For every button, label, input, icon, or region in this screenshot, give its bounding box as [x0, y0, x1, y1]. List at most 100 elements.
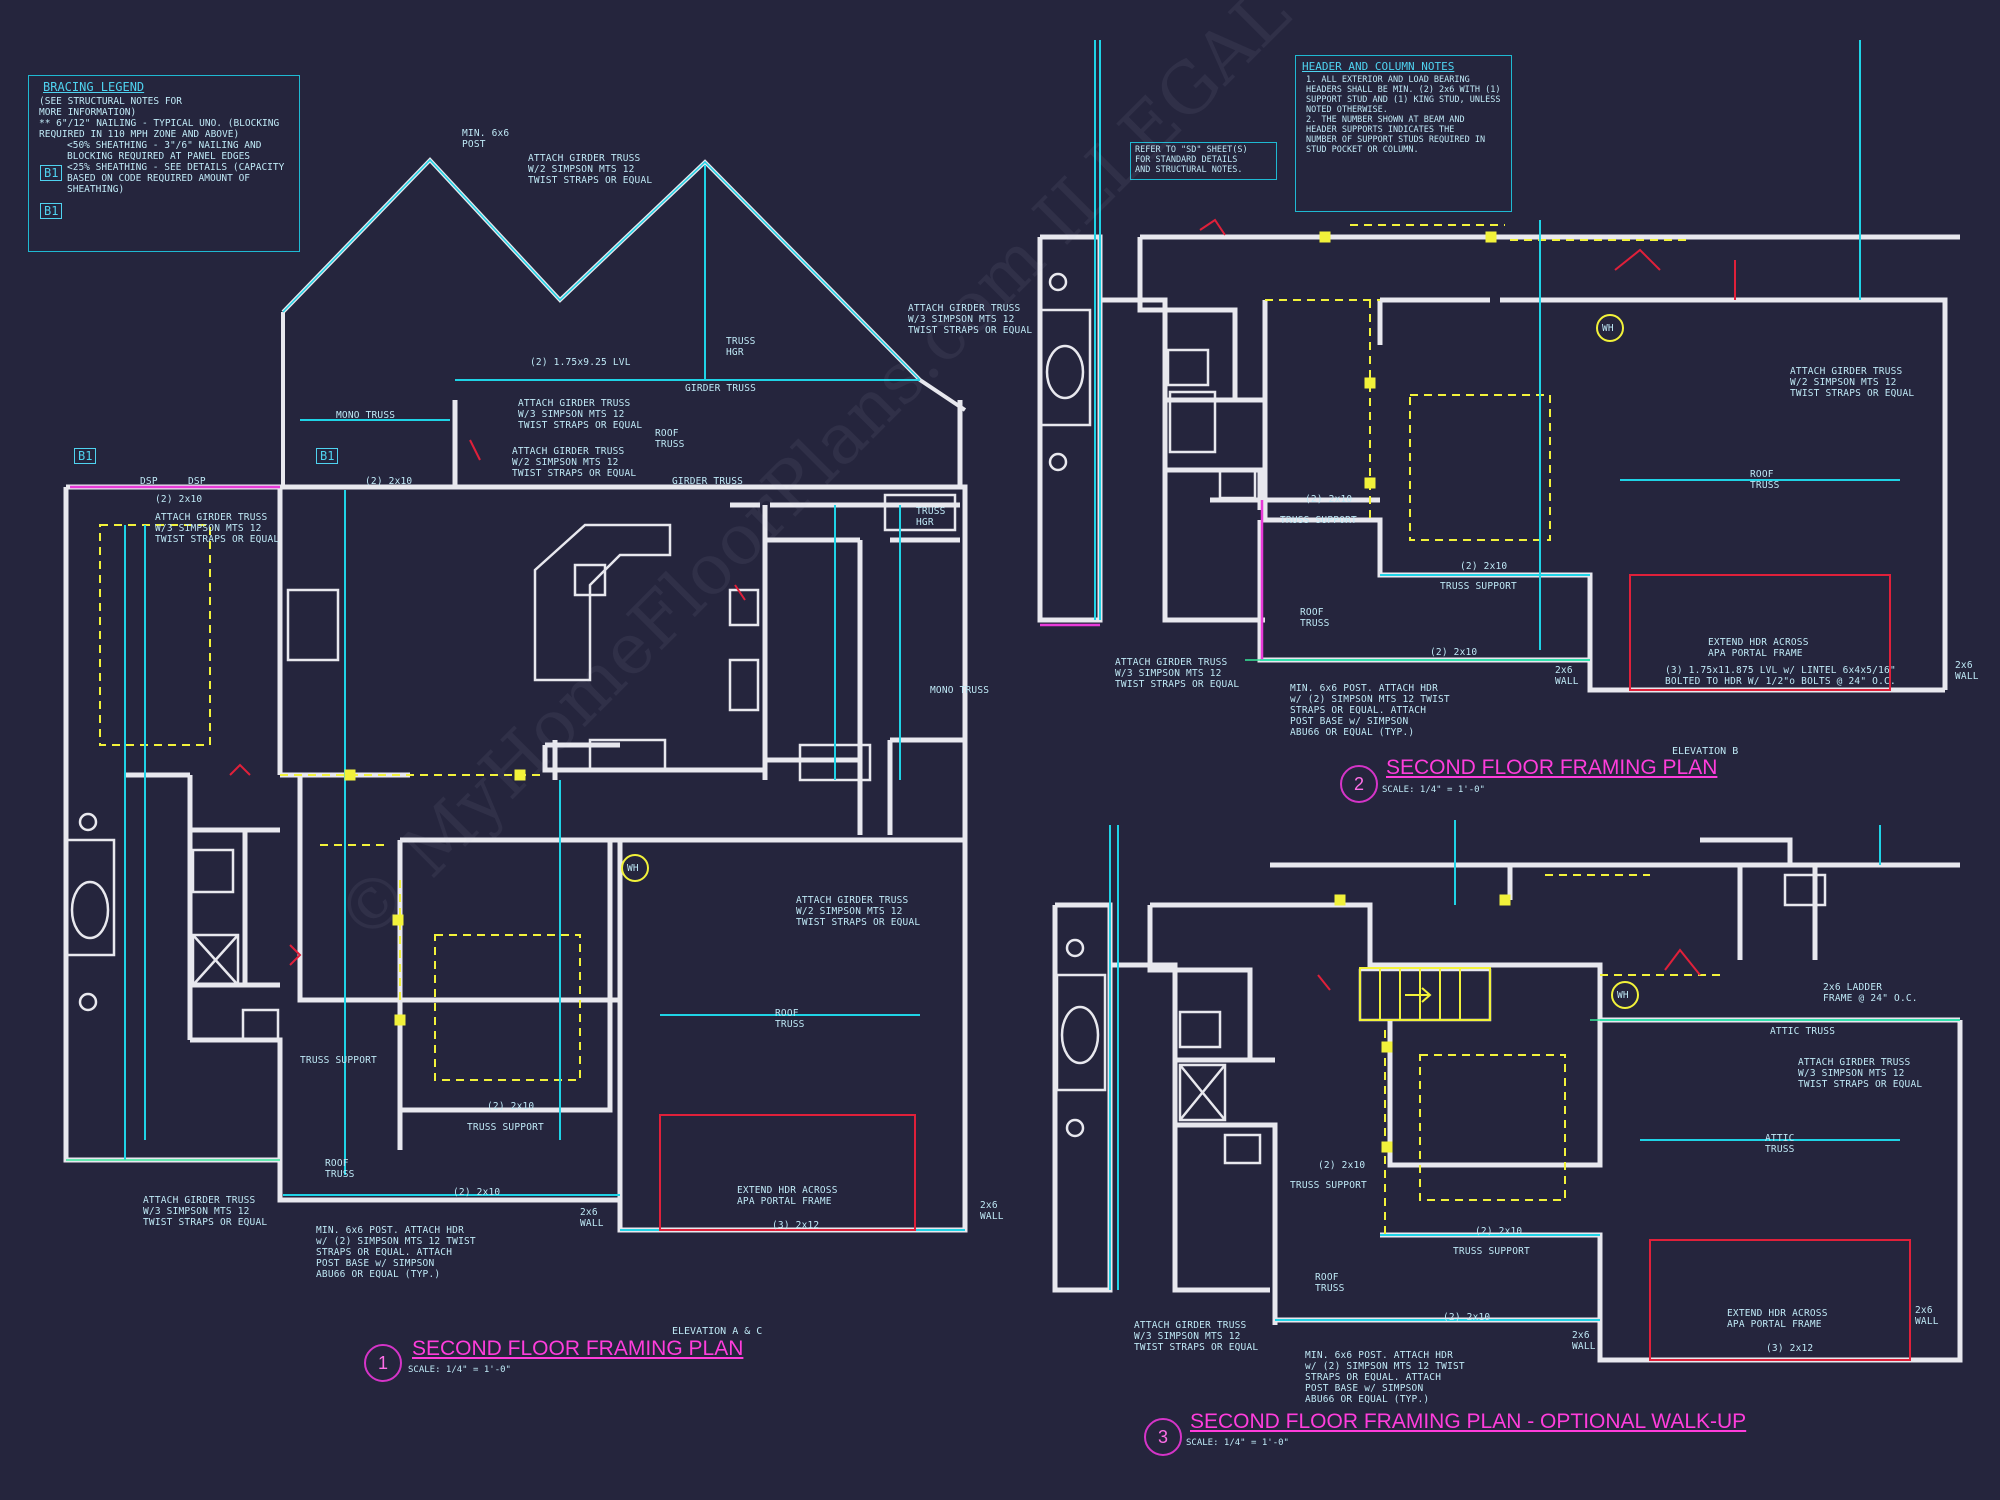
note-dsp: DSP — [140, 476, 158, 487]
legend-line: REQUIRED IN 110 MPH ZONE AND ABOVE) — [39, 129, 240, 140]
note-2x6-wall: 2x6 WALL — [1572, 1330, 1596, 1352]
note-attach-girder: ATTACH GIRDER TRUSS W/3 SIMPSON MTS 12 T… — [1115, 657, 1240, 690]
note-truss-support: TRUSS SUPPORT — [1440, 581, 1517, 592]
header-notes-title: HEADER AND COLUMN NOTES — [1302, 60, 1455, 73]
note-girder-truss: GIRDER TRUSS — [672, 476, 744, 487]
plan-3-dashed-lines — [1384, 874, 1720, 1235]
note-2x10: (2) 2x10 — [1318, 1160, 1366, 1171]
plan-3-stair — [1359, 967, 1491, 1021]
note-roof-truss: ROOF TRUSS — [775, 1008, 805, 1030]
header-note-line: NOTED OTHERWISE. — [1306, 105, 1388, 115]
note-2x6-wall: 2x6 WALL — [1955, 660, 1979, 682]
header-note-line: STUD POCKET OR COLUMN. — [1306, 145, 1419, 155]
note-min-post: MIN. 6x6 POST — [462, 128, 510, 150]
note-truss-support: TRUSS SUPPORT — [300, 1055, 377, 1066]
note-truss-hgr: TRUSS HGR — [916, 506, 946, 528]
note-truss-hgr: TRUSS HGR — [726, 336, 756, 358]
note-mono-truss: MONO TRUSS — [336, 410, 396, 421]
water-heater-symbols — [621, 314, 1639, 1009]
bracing-tag: B1 — [40, 165, 63, 181]
note-attach-girder: ATTACH GIRDER TRUSS W/2 SIMPSON MTS 12 T… — [512, 446, 637, 479]
header-column-notes: HEADER AND COLUMN NOTES 1. ALL EXTERIOR … — [1295, 55, 1512, 212]
wall-tint-green — [66, 659, 1960, 1161]
note-2x10: (2) 2x10 — [453, 1187, 501, 1198]
note-min-post-long: MIN. 6x6 POST. ATTACH HDR w/ (2) SIMPSON… — [1305, 1350, 1465, 1405]
note-2x10: (2) 2x10 — [487, 1101, 535, 1112]
plan-1-number: 1 — [364, 1344, 402, 1382]
sd-note-text: REFER TO "SD" SHEET(S) FOR STANDARD DETA… — [1135, 145, 1248, 175]
note-attach-girder: ATTACH GIRDER TRUSS W/3 SIMPSON MTS 12 T… — [155, 512, 280, 545]
header-note-line: SUPPORT STUD AND (1) KING STUD, UNLESS — [1306, 95, 1501, 105]
bracing-tag-plan: B1 — [316, 448, 339, 464]
plan-2-red-marks — [1199, 218, 1891, 691]
plan-1-walls — [63, 157, 968, 1233]
note-roof-truss: ROOF TRUSS — [1315, 1272, 1345, 1294]
note-attach-girder: ATTACH GIRDER TRUSS W/2 SIMPSON MTS 12 T… — [528, 153, 653, 186]
note-attach-girder: ATTACH GIRDER TRUSS W/3 SIMPSON MTS 12 T… — [518, 398, 643, 431]
plan-3-red-marks — [1317, 948, 1911, 1361]
plan-1-scale: SCALE: 1/4" = 1'-0" — [408, 1365, 511, 1375]
legend-line: BLOCKING REQUIRED AT PANEL EDGES — [67, 151, 251, 162]
legend-line: SHEATHING) — [67, 184, 125, 195]
note-2x6-wall: 2x6 WALL — [1555, 665, 1579, 687]
legend-line: ** 6"/12" NAILING - TYPICAL UNO. (BLOCKI… — [39, 118, 280, 129]
note-roof-truss: ROOF TRUSS — [655, 428, 685, 450]
legend-line: (SEE STRUCTURAL NOTES FOR — [39, 96, 182, 107]
bracing-legend: BRACING LEGEND (SEE STRUCTURAL NOTES FOR… — [28, 75, 300, 252]
note-mono-truss: MONO TRUSS — [930, 685, 990, 696]
plan-2-walls — [1037, 234, 1960, 693]
plan-1-elevation: ELEVATION A & C — [672, 1326, 763, 1337]
legend-line: MORE INFORMATION) — [39, 107, 137, 118]
note-truss-support: TRUSS SUPPORT — [1280, 515, 1357, 526]
note-wh: WH — [1602, 323, 1614, 334]
plan-2-magenta — [1040, 500, 1264, 660]
plan-3-walls — [1052, 837, 1963, 1363]
post-markers — [344, 231, 1511, 1153]
header-note-line: HEADERS SHALL BE MIN. (2) 2x6 WITH (1) — [1306, 85, 1501, 95]
bracing-legend-title: BRACING LEGEND — [43, 80, 145, 94]
note-girder-truss: GIRDER TRUSS — [685, 383, 757, 394]
plan-3-number: 3 — [1144, 1418, 1182, 1456]
header-note-line: 1. ALL EXTERIOR AND LOAD BEARING — [1306, 75, 1470, 85]
plan-1-title: SECOND FLOOR FRAMING PLAN — [412, 1337, 744, 1360]
note-attach-girder: ATTACH GIRDER TRUSS W/3 SIMPSON MTS 12 T… — [1134, 1320, 1259, 1353]
note-attach-girder: ATTACH GIRDER TRUSS W/2 SIMPSON MTS 12 T… — [796, 895, 921, 928]
header-note-line: 2. THE NUMBER SHOWN AT BEAM AND — [1306, 115, 1465, 125]
plan-2-dashed-lines — [1265, 224, 1690, 541]
sd-reference-note: REFER TO "SD" SHEET(S) FOR STANDARD DETA… — [1130, 142, 1277, 180]
note-2x10: (2) 2x10 — [365, 476, 413, 487]
plan-1-red-marks — [229, 439, 916, 1231]
note-attic: ATTIC TRUSS — [1765, 1133, 1795, 1155]
note-ladder: 2x6 LADDER FRAME @ 24" O.C. — [1823, 982, 1918, 1004]
note-extend-hdr: EXTEND HDR ACROSS APA PORTAL FRAME — [1727, 1308, 1828, 1330]
note-extend-hdr: EXTEND HDR ACROSS APA PORTAL FRAME — [737, 1185, 838, 1207]
note-attach-girder: ATTACH GIRDER TRUSS W/2 SIMPSON MTS 12 T… — [1790, 366, 1915, 399]
note-wh: WH — [1617, 990, 1629, 1001]
plan-1-dashed-lines — [99, 524, 581, 1081]
note-extend-hdr: EXTEND HDR ACROSS APA PORTAL FRAME — [1708, 637, 1809, 659]
note-2x10: (2) 2x10 — [1443, 1312, 1491, 1323]
note-truss-support: TRUSS SUPPORT — [1290, 1180, 1367, 1191]
note-roof-truss: ROOF TRUSS — [325, 1158, 355, 1180]
note-truss-support: TRUSS SUPPORT — [467, 1122, 544, 1133]
plan-2-scale: SCALE: 1/4" = 1'-0" — [1382, 785, 1485, 795]
plan-2-fixtures — [1038, 272, 1257, 500]
note-attach-girder: ATTACH GIRDER TRUSS W/3 SIMPSON MTS 12 T… — [1798, 1057, 1923, 1090]
note-lvl-lintel: (3) 1.75x11.875 LVL w/ LINTEL 6x4x5/16" … — [1665, 665, 1896, 687]
note-min-post-long: MIN. 6x6 POST. ATTACH HDR w/ (2) SIMPSON… — [316, 1225, 476, 1280]
plan-2-title: SECOND FLOOR FRAMING PLAN — [1386, 756, 1718, 779]
plan-2-cyan-lines — [1094, 40, 1900, 661]
note-2x6-wall: 2x6 WALL — [580, 1207, 604, 1229]
note-2x10: (2) 2x10 — [1460, 561, 1508, 572]
plan-3-scale: SCALE: 1/4" = 1'-0" — [1186, 1438, 1289, 1448]
legend-line: <25% SHEATHING - SEE DETAILS (CAPACITY — [67, 162, 285, 173]
note-attic-truss: ATTIC TRUSS — [1770, 1026, 1836, 1037]
bracing-tag: B1 — [40, 203, 63, 219]
note-roof-truss: ROOF TRUSS — [1750, 469, 1780, 491]
legend-line: <50% SHEATHING - 3"/6" NAILING AND — [67, 140, 262, 151]
legend-line: BASED ON CODE REQUIRED AMOUNT OF — [67, 173, 251, 184]
note-attach-girder: ATTACH GIRDER TRUSS W/3 SIMPSON MTS 12 T… — [143, 1195, 268, 1228]
note-roof-truss: ROOF TRUSS — [1300, 607, 1330, 629]
note-wh: WH — [627, 863, 639, 874]
note-2x10: (2) 2x10 — [1475, 1226, 1523, 1237]
